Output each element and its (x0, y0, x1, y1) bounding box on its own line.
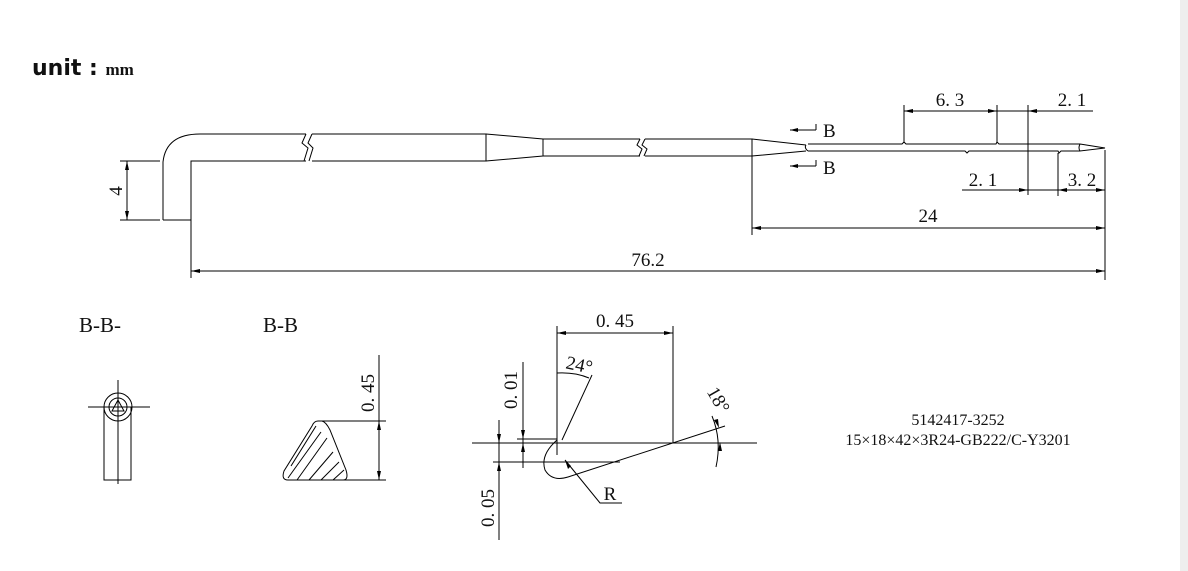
needle-main-view: B B (162, 121, 1106, 221)
section-arrow-top (790, 128, 798, 132)
arc-24 (556, 372, 590, 379)
arrow (125, 161, 129, 170)
blade-2 (808, 141, 1106, 154)
arrow (1058, 188, 1067, 192)
dim-text-045: 0. 45 (596, 311, 634, 332)
arc-18 (711, 415, 719, 468)
arrow (521, 443, 525, 452)
arrow (497, 462, 501, 471)
taper-1 (485, 133, 544, 162)
arrow (714, 419, 719, 428)
blade-1 (543, 138, 753, 157)
dim-text-4: 4 (106, 186, 127, 196)
dim-text-6-3: 6. 3 (936, 90, 965, 111)
unit-label: unit : mm (32, 56, 134, 81)
window-edge (1180, 0, 1188, 571)
section-arrow-bottom (790, 164, 798, 168)
unit-value: mm (105, 60, 134, 79)
dim-text-top-2-1: 2. 1 (1058, 90, 1087, 111)
main-dimensions: 4 76.2 24 6. 3 2. 1 2. 1 3. 2 (106, 90, 1106, 280)
taper-2 (751, 138, 809, 157)
tip-profile (543, 425, 726, 479)
arrow (1019, 188, 1028, 192)
angle-text-24: 24° (564, 353, 594, 379)
arrow (752, 226, 761, 230)
arrow (1096, 188, 1105, 192)
dim-text-bottom-2-1: 2. 1 (969, 170, 998, 191)
part-spec: 15×18×42×3R24-GB222/C-Y3201 (845, 432, 1070, 449)
section-mark-top: B (823, 121, 836, 142)
arrow (377, 421, 381, 430)
radius-label: R (604, 484, 617, 505)
break-mark-shank (301, 133, 314, 162)
arrow (191, 269, 200, 273)
dim-text-001: 0. 01 (501, 371, 522, 409)
arrow (557, 331, 566, 335)
section-mark-bottom: B (823, 158, 836, 179)
dim-text-3-2: 3. 2 (1068, 170, 1097, 191)
arrow (664, 331, 673, 335)
hatching (287, 425, 345, 481)
arrow (718, 442, 722, 451)
arrow (1028, 109, 1037, 113)
dim-text-section-045: 0. 45 (358, 374, 379, 412)
break-mark-blade (636, 138, 648, 157)
section-title: B-B (263, 313, 298, 337)
arrow (565, 460, 571, 469)
arrow (1096, 269, 1105, 273)
part-number: 5142417-3252 (911, 412, 1004, 429)
radius-leader (564, 459, 622, 504)
tip-flank-line (561, 374, 593, 441)
unit-label-text: unit : (32, 56, 98, 81)
arrow (1096, 226, 1105, 230)
arrow (125, 211, 129, 220)
arrow (497, 434, 501, 443)
arrow (521, 430, 525, 439)
needle-shank (162, 133, 487, 221)
end-view: B-B- (79, 313, 150, 484)
dim-text-005: 0. 05 (478, 489, 499, 527)
arrow (988, 109, 997, 113)
arrow (377, 471, 381, 480)
section-b-b: B-B 0. 45 (263, 313, 386, 481)
arrow (904, 109, 913, 113)
tip-detail: 0. 45 24° 18° 0. 01 0. 05 R (472, 311, 757, 540)
angle-text-18: 18° (702, 383, 733, 417)
dim-text-24: 24 (919, 206, 939, 227)
end-view-title: B-B- (79, 313, 121, 337)
dim-text-76-2: 76.2 (631, 250, 664, 271)
